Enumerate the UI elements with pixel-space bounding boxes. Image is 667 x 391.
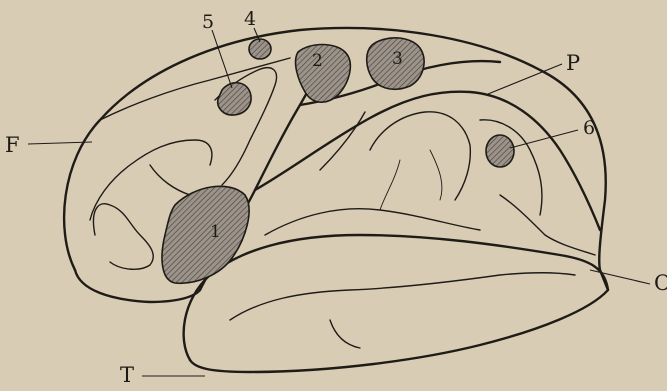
temporal-gyrus-2 — [230, 273, 575, 320]
area-6-number: 6 — [583, 117, 595, 139]
area-6-leader — [510, 130, 578, 148]
area-6 — [486, 135, 514, 167]
temporal-sulcus-small — [380, 160, 400, 210]
frontal-gyrus-3 — [93, 204, 153, 270]
area-2 — [296, 45, 351, 103]
label-P: P — [566, 51, 580, 75]
parietal-sulcus-small — [430, 150, 442, 200]
frontal-gyrus-2 — [100, 58, 290, 120]
area-3-number: 3 — [392, 49, 403, 69]
label-O: O — [654, 271, 667, 295]
parietal-gyrus-1 — [370, 112, 470, 200]
temporal-gyrus-3 — [330, 320, 360, 348]
parietal-gyrus-2 — [480, 120, 542, 215]
temporal-gyrus-1 — [265, 209, 480, 235]
postcentral-gyrus — [320, 112, 365, 170]
area-2-number: 2 — [312, 51, 323, 71]
area-5 — [218, 83, 251, 115]
area-5-number: 5 — [202, 11, 214, 33]
label-F: F — [5, 133, 20, 157]
occipital-gyrus — [500, 195, 595, 255]
area-1-number: 1 — [210, 222, 221, 242]
label-P-leader — [488, 64, 562, 94]
temporal-lobe-outline — [184, 235, 608, 360]
label-T: T — [120, 363, 134, 387]
area-1 — [162, 186, 249, 283]
area-4-number: 4 — [244, 8, 256, 30]
label-O-leader — [590, 270, 650, 284]
